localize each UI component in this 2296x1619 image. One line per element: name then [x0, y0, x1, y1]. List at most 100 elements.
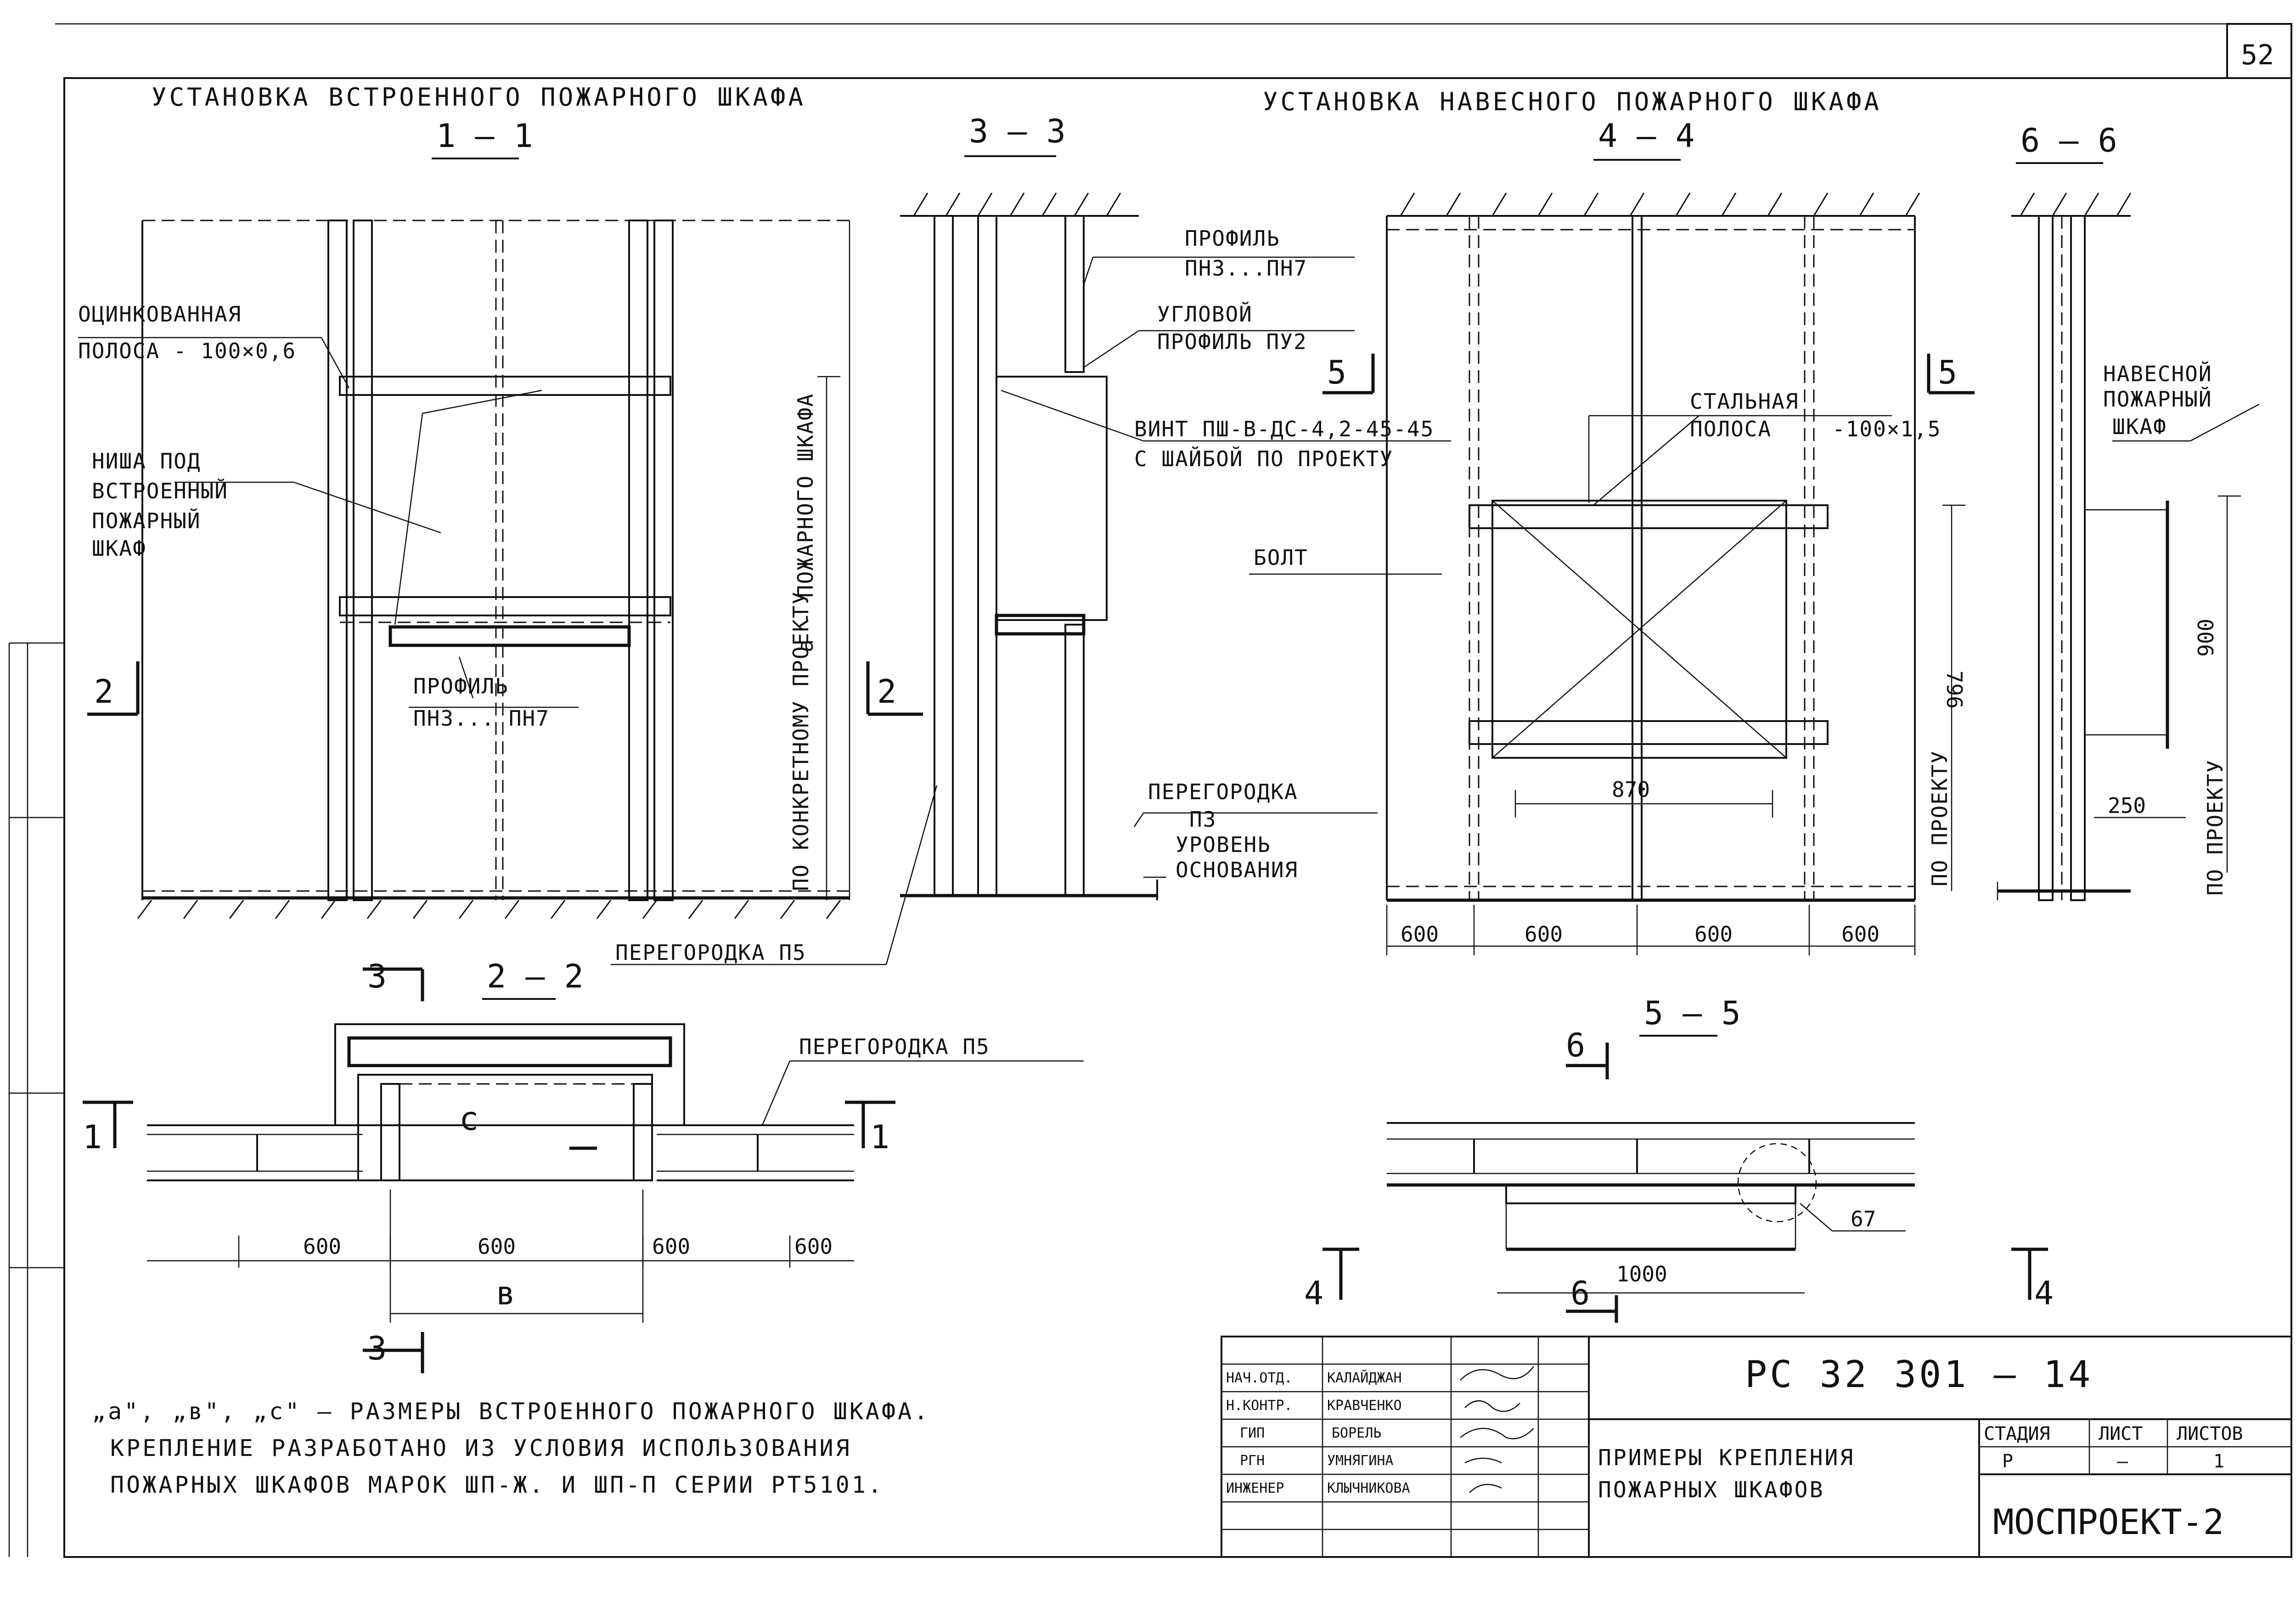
label-partition-p5-a: ПЕРЕГОРОДКА П5 [615, 940, 806, 965]
label-vertical-b: ПО КОНКРЕТНОМУ ПРОЕКТУ [788, 591, 813, 891]
note-line-3: ПОЖАРНЫХ ШКАФОВ МАРОК ШП-Ж. И ШП-П СЕРИИ… [110, 1472, 884, 1498]
label-steel-3: -100×1,5 [1832, 417, 1941, 441]
dim-600a: 600 [1401, 922, 1439, 947]
tb-stage-header: СТАДИЯ [1984, 1423, 2050, 1444]
label-bolt: БОЛТ [1254, 545, 1308, 570]
title-built-in: УСТАНОВКА ВСТРОЕННОГО ПОЖАРНОГО ШКАФА [152, 83, 806, 112]
tb-name-2: ПОЖАРНЫХ ШКАФОВ [1598, 1477, 1824, 1503]
section-marker-5-left: 5 [1327, 354, 1346, 391]
label-profile-a-2: ПН3... ПН7 [413, 706, 550, 731]
section-label-2-2: 2 — 2 [487, 958, 584, 995]
section-label-6-6: 6 — 6 [2020, 122, 2117, 159]
label-niche-4: ШКАФ [92, 536, 146, 561]
section-label-5-5: 5 – 5 [1644, 994, 1741, 1032]
label-niche-1: НИША ПОД [92, 449, 201, 474]
section-marker-1-left: 1 [83, 1118, 102, 1156]
dim-600g: 600 [652, 1234, 690, 1259]
tb-sheet: — [2117, 1451, 2128, 1472]
label-level-1: УРОВЕНЬ [1176, 832, 1271, 857]
label-galv-strip-1: ОЦИНКОВАННАЯ [78, 302, 242, 327]
tb-org: МОСПРОЕКТ-2 [1993, 1501, 2224, 1542]
section-marker-3-bottom: 3 [367, 1330, 387, 1367]
tb-stage: Р [2002, 1451, 2013, 1472]
section-marker-4-right: 4 [2034, 1275, 2054, 1312]
section-marker-2-right: 2 [877, 673, 896, 711]
dim-67: 67 [1851, 1207, 1876, 1231]
label-niche-3: ПОЖАРНЫЙ [92, 508, 201, 533]
tb-name-1: ПРИМЕРЫ КРЕПЛЕНИЯ [1598, 1445, 1855, 1471]
dim-600e: 600 [303, 1234, 341, 1259]
tb-role-1: Н.КОНТР. [1226, 1398, 1293, 1414]
section-2-2: 2 — 2 [83, 958, 1084, 1373]
label-galv-strip-2: ПОЛОСА - 100×0,6 [78, 338, 296, 363]
label-screw-2: С ШАЙБОЙ ПО ПРОЕКТУ [1134, 446, 1393, 471]
section-marker-6-top: 6 [1566, 1027, 1585, 1064]
section-marker-1-right: 1 [870, 1118, 889, 1156]
tb-role-3: РГН [1240, 1453, 1265, 1469]
label-by-project-b: ПО ПРОЕКТУ [2203, 759, 2228, 896]
dim-796: 796 [1942, 671, 1967, 709]
label-hanging-1: НАВЕСНОЙ [2103, 361, 2212, 386]
label-profile-a-1: ПРОФИЛЬ [413, 674, 509, 699]
dim-600f: 600 [478, 1234, 516, 1259]
tb-role-0: НАЧ.ОТД. [1226, 1370, 1293, 1386]
label-partition-p3-2: П3 [1189, 807, 1216, 832]
section-marker-4-left: 4 [1304, 1275, 1323, 1312]
section-marker-3-top: 3 [367, 958, 387, 995]
dim-900: 900 [2194, 619, 2218, 657]
label-niche-2: ВСТРОЕННЫЙ [92, 479, 228, 503]
tb-name-0: КАЛАЙДЖАН [1327, 1370, 1402, 1386]
sheet-frame [63, 77, 2292, 1558]
tb-name-4: КЛЫЧНИКОВА [1327, 1480, 1410, 1496]
note-line-2: КРЕПЛЕНИЕ РАЗРАБОТАНО ИЗ УСЛОВИЯ ИСПОЛЬЗ… [110, 1435, 852, 1461]
label-steel-1: СТАЛЬНАЯ [1690, 389, 1799, 414]
label-screw-1: ВИНТ ПШ-В-ДС-4,2-45-45 [1134, 417, 1434, 441]
title-hanging: УСТАНОВКА НАВЕСНОГО ПОЖАРНОГО ШКАФА [1263, 87, 1882, 116]
section-5-5: 5 – 5 [1322, 994, 2048, 1323]
tb-role-4: ИНЖЕНЕР [1226, 1480, 1284, 1496]
label-vertical-a: a - ПОЖАРНОГО ШКАФА [793, 393, 818, 652]
label-level-2: ОСНОВАНИЯ [1176, 857, 1298, 882]
label-hanging-2: ПОЖАРНЫЙ [2103, 387, 2212, 412]
dim-250: 250 [2108, 793, 2146, 818]
section-6-6: 6 — 6 [1997, 122, 2260, 901]
dim-600b: 600 [1525, 922, 1563, 947]
section-4-4: 4 — 4 [1249, 117, 1975, 955]
tb-name-2: БОРЕЛЬ [1332, 1425, 1381, 1441]
label-by-project-a: ПО ПРОЕКТУ [1927, 750, 1952, 886]
tb-sheets: 1 [2213, 1451, 2224, 1472]
dim-600h: 600 [794, 1234, 833, 1259]
label-hanging-3: ШКАФ [2112, 414, 2167, 439]
label-steel-2: ПОЛОСА [1690, 417, 1772, 441]
label-corner-2: ПРОФИЛЬ ПУ2 [1157, 329, 1307, 354]
note-line-1: „a", „в", „с" — РАЗМЕРЫ ВСТРОЕННОГО ПОЖА… [92, 1398, 930, 1425]
section-marker-2-left: 2 [94, 673, 113, 711]
tb-role-2: ГИП [1240, 1425, 1265, 1441]
sheet-number-box [2226, 23, 2292, 79]
tb-name-3: УМНЯГИНА [1327, 1453, 1394, 1469]
label-corner-1: УГЛОВОЙ [1157, 302, 1253, 327]
section-label-4-4: 4 — 4 [1598, 117, 1695, 155]
label-letter-b: в [496, 1275, 515, 1312]
section-marker-5-right: 5 [1938, 354, 1957, 391]
left-margin-strip [8, 642, 64, 1557]
section-marker-6-bottom: 6 [1570, 1275, 1590, 1312]
sheet-number: 52 [2241, 39, 2274, 71]
title-block [1221, 1336, 2292, 1558]
dim-600c: 600 [1694, 922, 1733, 947]
section-1-1: 1 — 1 [78, 117, 923, 919]
section-3-3: 3 — 3 [611, 113, 1451, 965]
signatures [1460, 1366, 1534, 1493]
section-label-3-3: 3 — 3 [969, 113, 1066, 150]
label-partition-p3-1: ПЕРЕГОРОДКА [1148, 779, 1298, 804]
label-profile-b-1: ПРОФИЛЬ [1185, 226, 1280, 251]
dim-600d: 600 [1841, 922, 1880, 947]
tb-sheet-header: ЛИСТ [2099, 1423, 2143, 1444]
label-profile-b-2: ПН3...ПН7 [1185, 256, 1307, 281]
label-partition-p5-b: ПЕРЕГОРОДКА П5 [799, 1034, 990, 1059]
label-letter-c: с [459, 1100, 478, 1138]
section-label-1-1: 1 — 1 [436, 117, 533, 155]
tb-code: РС 32 301 — 14 [1745, 1353, 2093, 1396]
tb-sheets-header: ЛИСТОВ [2177, 1423, 2243, 1444]
